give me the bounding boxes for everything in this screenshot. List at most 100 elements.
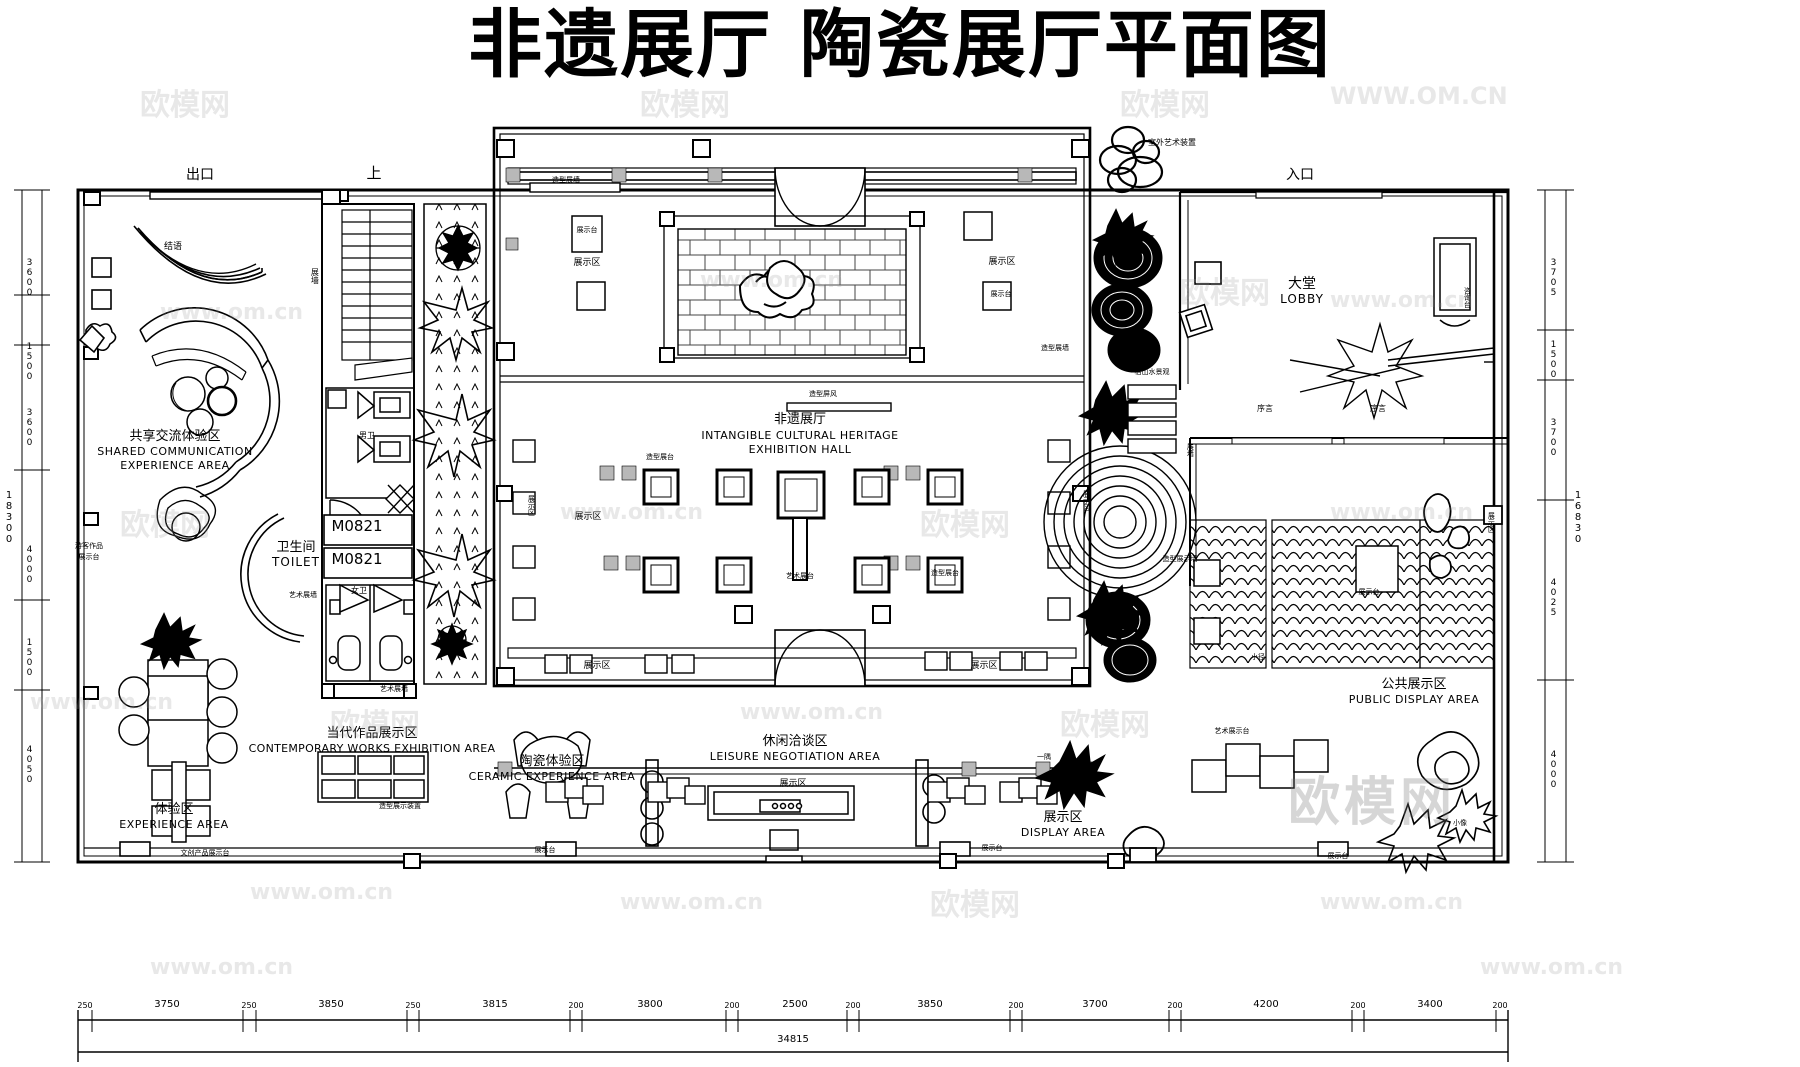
- dim-bottom-18: 200: [1492, 1001, 1508, 1010]
- label-shaped-display-wall-right: 造型展墙: [1041, 344, 1069, 352]
- label-display-area-bottom-cn: 展示区: [1043, 810, 1083, 825]
- label-display-zone-4: 展示区: [583, 661, 611, 671]
- label-preface-1: 序言: [1257, 404, 1273, 413]
- dim-bottom-2: 250: [241, 1001, 257, 1010]
- dim-left-2: 3600: [24, 408, 35, 448]
- dim-bottom-8: 200: [724, 1001, 740, 1010]
- dim-bottom-9: 2500: [782, 999, 808, 1010]
- dim-right-1: 1500: [1548, 340, 1559, 380]
- dim-bottom-12: 200: [1008, 1001, 1024, 1010]
- dim-bottom-11: 3850: [917, 999, 943, 1010]
- label-art-display-platform: 艺术展台: [786, 572, 814, 580]
- label-display-stand-b3: 展示台: [1327, 852, 1349, 860]
- label-display-stand-1: 展示台: [576, 226, 598, 234]
- label-experience-en: EXPERIENCE AREA: [119, 818, 229, 831]
- label-leisure-cn: 休闲洽谈区: [762, 734, 828, 749]
- label-shaped-platform-1: 造型展台: [646, 453, 674, 461]
- label-display-zone-2: 展示区: [988, 257, 1016, 267]
- label-art-display-wall-left: 艺术展墙: [289, 591, 317, 599]
- label-ceramic-cn: 陶瓷体验区: [519, 754, 585, 769]
- label-display-zone-3: 展示区: [574, 512, 602, 522]
- dim-bottom-7: 3800: [637, 999, 663, 1010]
- label-hall-en1: INTANGIBLE CULTURAL HERITAGE: [701, 429, 899, 442]
- dim-bottom-1: 3750: [154, 999, 180, 1010]
- label-door-code-2: M0821: [331, 550, 383, 568]
- label-door-code-1: M0821: [331, 517, 383, 535]
- label-display-zone-6: 展示区: [779, 779, 807, 789]
- dim-right-total: 16830: [1572, 490, 1584, 545]
- label-display-stand-right: 展示台: [1358, 588, 1380, 596]
- label-display-stand-b2: 展示台: [981, 844, 1003, 852]
- label-display-stand-b1: 展示台: [534, 846, 556, 854]
- label-display-zone-far-right: 展示区: [1487, 512, 1496, 533]
- label-hall-en2: EXHIBITION HALL: [748, 443, 852, 456]
- label-display-zone-5: 展示区: [970, 661, 998, 671]
- label-display-zone-left-vert: 展示区: [527, 495, 536, 516]
- label-display-zone-right-vert: 展示区: [1082, 490, 1091, 511]
- dim-left-0: 3600: [24, 258, 35, 298]
- label-display-wall-right: 展墙: [1186, 443, 1195, 457]
- label-toilet-cn: 卫生间: [276, 540, 316, 555]
- label-art-display-wall-bottom: 艺术展墙: [380, 685, 408, 693]
- label-up-stair: 上: [366, 164, 382, 182]
- label-visitor-works-2: 展示台: [78, 553, 100, 561]
- label-hall-cn: 非遗展厅: [773, 412, 827, 427]
- label-shared-communication-cn: 共享交流体验区: [129, 429, 221, 444]
- label-display-area-bottom-en: DISPLAY AREA: [1020, 826, 1106, 839]
- label-stone: 一隅: [1037, 753, 1051, 761]
- dim-bottom-0: 250: [77, 1001, 93, 1010]
- dim-bottom-5: 3815: [482, 999, 508, 1010]
- label-display-stand-2: 展示台: [990, 290, 1012, 298]
- label-lobby-en: LOBBY: [1280, 292, 1324, 306]
- dim-left-3: 4000: [24, 545, 35, 585]
- dim-left-1: 1500: [24, 342, 35, 382]
- label-ceramic-en: CERAMIC EXPERIENCE AREA: [468, 770, 636, 783]
- label-shared-communication-en2: EXPERIENCE AREA: [120, 459, 230, 472]
- label-public-display-en: PUBLIC DISPLAY AREA: [1348, 693, 1480, 706]
- dim-left-4: 1500: [24, 638, 35, 678]
- dim-bottom-14: 200: [1167, 1001, 1183, 1010]
- label-preface-2: 序言: [1370, 404, 1386, 413]
- label-toilet-en: TOILET: [272, 555, 320, 569]
- page-title: 非遗展厅 陶瓷展厅平面图: [468, 2, 1332, 88]
- label-shaped-display-wall-top: 造型展墙: [552, 176, 580, 184]
- label-display-wall-left: 展墙: [310, 268, 320, 284]
- dim-bottom-15: 4200: [1253, 999, 1279, 1010]
- label-dry-landscape: 枯山水景观: [1134, 368, 1170, 376]
- dim-right-2: 3700: [1548, 418, 1559, 458]
- label-lobby-cn: 大堂: [1288, 276, 1316, 292]
- dim-left-5: 4050: [24, 745, 35, 785]
- label-shaped-screen: 造型屏风: [809, 390, 837, 398]
- dim-bottom-6: 200: [568, 1001, 584, 1010]
- label-outdoor-art-installation: 室外艺术装置: [1148, 138, 1196, 147]
- label-small-sculpture: 小像: [1453, 819, 1467, 827]
- watermark-main: 欧模网: [1288, 773, 1457, 833]
- dim-right-3: 4025: [1548, 578, 1559, 618]
- label-contemporary-en: CONTEMPORARY WORKS EXHIBITION AREA: [248, 742, 496, 755]
- dim-left-total: 18300: [3, 490, 15, 545]
- label-path: 小径: [1251, 653, 1265, 661]
- dim-right-0: 3705: [1548, 258, 1559, 298]
- label-entrance: 入口: [1286, 167, 1314, 183]
- dim-bottom-4: 250: [405, 1001, 421, 1010]
- label-shaped-platform-2: 造型展台: [931, 569, 959, 577]
- dim-bottom-13: 3700: [1082, 999, 1108, 1010]
- dim-bottom-3: 3850: [318, 999, 344, 1010]
- dim-bottom-16: 200: [1350, 1001, 1366, 1010]
- dim-bottom-17: 3400: [1417, 999, 1443, 1010]
- label-visitor-works-1: 游客作品: [75, 542, 103, 550]
- label-epilogue: 结语: [163, 242, 183, 252]
- label-shaped-display-device: 造型展示装置: [379, 802, 421, 810]
- label-public-display-cn: 公共展示区: [1381, 677, 1447, 692]
- dim-right-4: 4000: [1548, 750, 1559, 790]
- label-contemporary-cn: 当代作品展示区: [326, 726, 418, 741]
- label-art-display-stand: 艺术展示台: [1214, 727, 1250, 735]
- label-consult-desk: 咨询台: [1463, 287, 1472, 308]
- label-mens-toilet: 男卫: [359, 431, 375, 440]
- dim-bottom-total: 34815: [777, 1034, 809, 1045]
- label-shaped-display-wall-2: 造型展示墙: [1162, 555, 1198, 563]
- label-womens-toilet: 女卫: [351, 586, 367, 595]
- label-cultural-product-stand: 文创产品展示台: [180, 849, 230, 857]
